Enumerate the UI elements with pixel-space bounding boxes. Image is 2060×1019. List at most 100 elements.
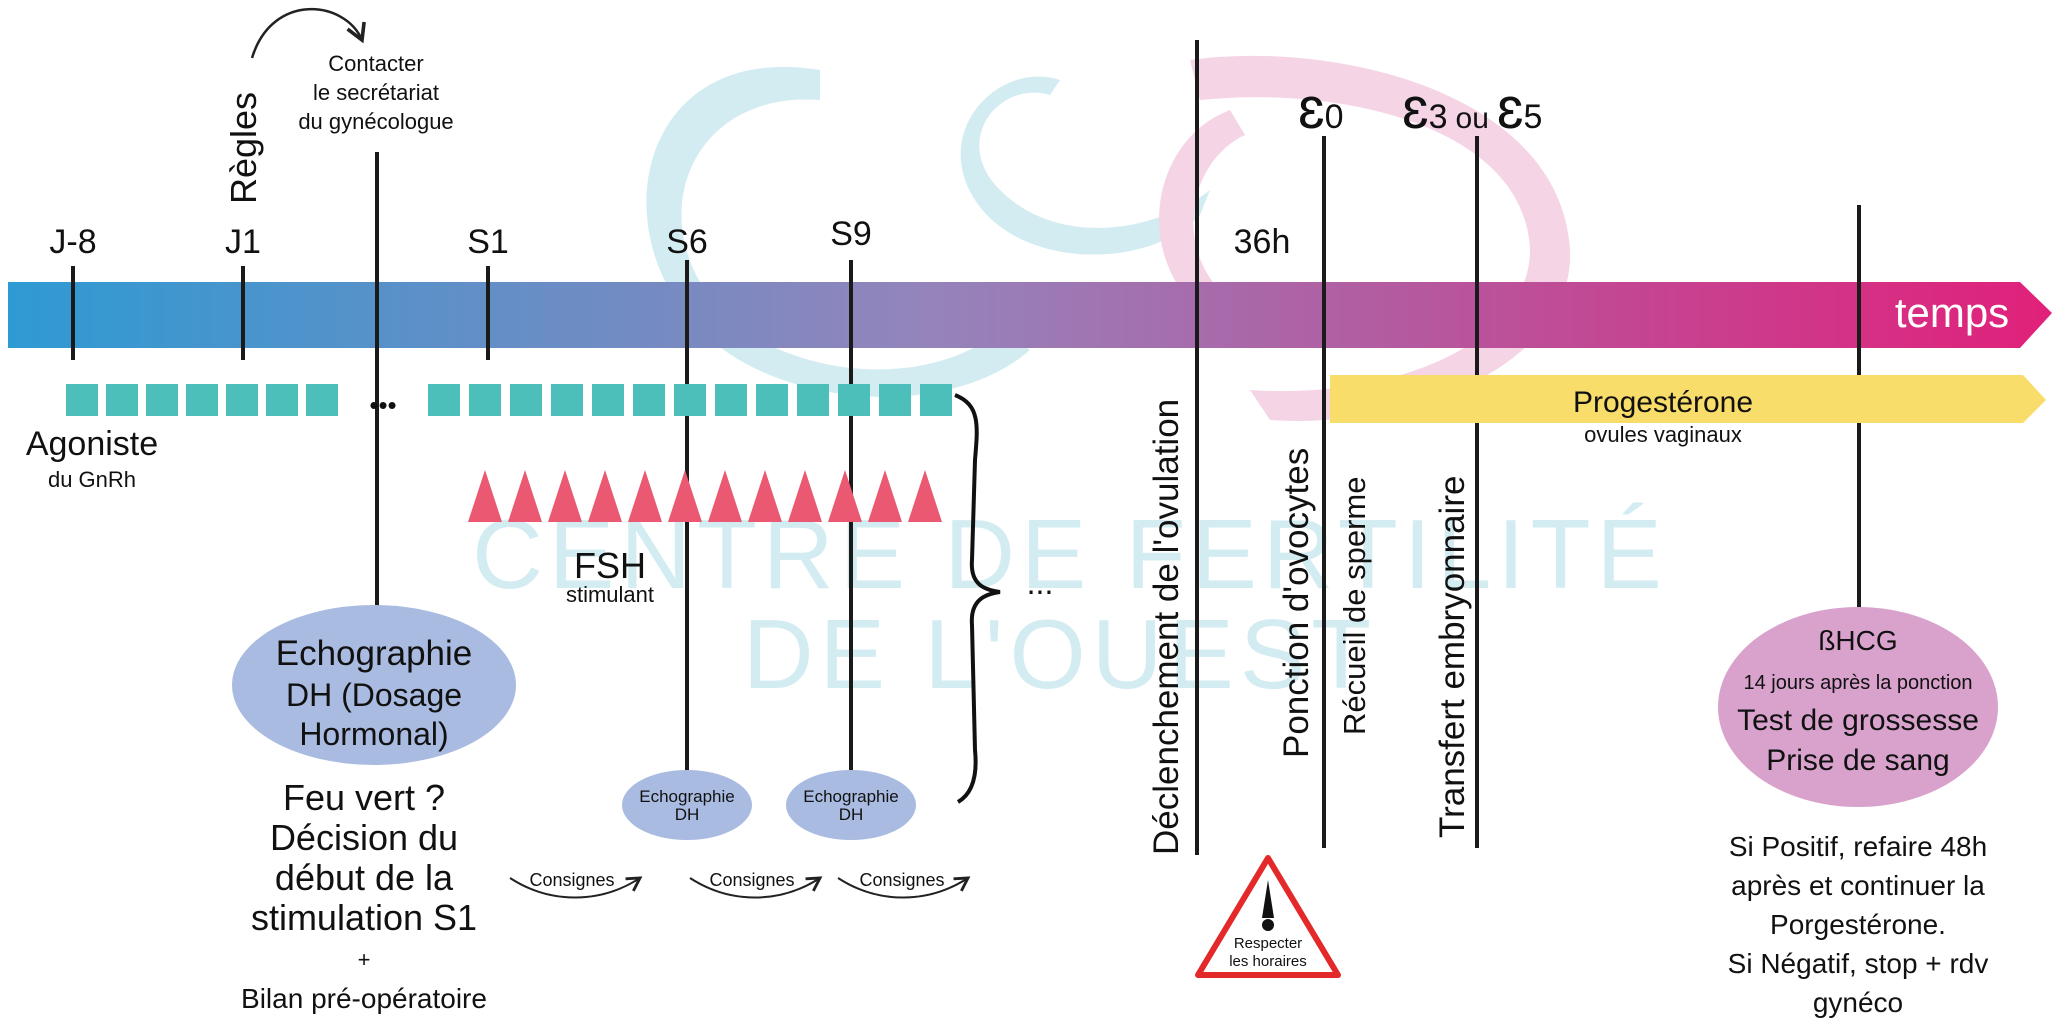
- result-line-1: Si Positif, refaire 48h: [1729, 831, 1987, 862]
- agonist-ellipsis: •••: [369, 390, 396, 420]
- agonist-label: Agoniste: [26, 425, 158, 463]
- bhcg-text: ßHCG 14 jours après la ponction Test de …: [1737, 625, 1979, 777]
- progesterone-label: Progestérone: [1573, 386, 1753, 419]
- echo-s9-title: Echographie: [803, 787, 898, 806]
- agonist-square: [146, 384, 178, 416]
- warning-triangle-icon: Respecter les horaires: [1195, 855, 1341, 978]
- decision-bilan: Bilan pré-opératoire: [241, 983, 487, 1014]
- result-line-3: Porgestérone.: [1770, 909, 1946, 940]
- warning-line1: Respecter: [1234, 935, 1302, 952]
- contacter-line-2: le secrétariat: [313, 80, 439, 105]
- consignes-arrows: [509, 876, 971, 899]
- fsh-sublabel: stimulant: [566, 582, 654, 607]
- bhcg-title: ßHCG: [1818, 625, 1897, 656]
- agonist-square: [756, 384, 788, 416]
- agonist-squares: [66, 384, 952, 416]
- agonist-square: [920, 384, 952, 416]
- agonist-square: [186, 384, 218, 416]
- agonist-square: [226, 384, 258, 416]
- curved-arrow-icon: [250, 8, 366, 59]
- decision-block: Feu vert ? Décision du début de la stimu…: [241, 777, 487, 1014]
- label-s9: S9: [830, 215, 872, 253]
- agonist-square: [469, 384, 501, 416]
- agonist-square: [633, 384, 665, 416]
- warning-line2: les horaires: [1229, 953, 1307, 970]
- agonist-square: [510, 384, 542, 416]
- watermark-line2: DE L'OUEST: [743, 599, 1377, 709]
- echo-s9-sub: DH: [839, 805, 864, 824]
- consignes-arrow-2: [689, 876, 823, 899]
- echo-main-title: Echographie: [276, 634, 473, 673]
- progesterone-band: [1330, 375, 2046, 423]
- agonist-square: [306, 384, 338, 416]
- label-s1: S1: [467, 223, 509, 261]
- echo-main-oval: [232, 605, 516, 765]
- contacter-line-1: Contacter: [328, 51, 423, 76]
- result-line-4: Si Négatif, stop + rdv: [1728, 948, 1989, 979]
- fsh-label: FSH: [574, 545, 646, 586]
- echo-s6-sub: DH: [675, 805, 700, 824]
- timeline-label: temps: [1895, 289, 2009, 336]
- result-block: Si Positif, refaire 48h après et continu…: [1728, 831, 1989, 1018]
- bhcg-oval: [1718, 607, 1998, 807]
- progesterone-sublabel: ovules vaginaux: [1584, 422, 1742, 447]
- agonist-square: [797, 384, 829, 416]
- consignes-arrow-1: [509, 876, 643, 899]
- decision-line-3: début de la: [275, 857, 454, 898]
- watermark-teal-c: [646, 66, 1030, 397]
- decision-line-1: Feu vert ?: [283, 777, 445, 818]
- agonist-square: [551, 384, 583, 416]
- echo-main-line3: Hormonal): [299, 716, 448, 752]
- echo-s9-oval: [786, 770, 916, 840]
- consignes-label-1: Consignes: [529, 870, 614, 890]
- echo-main-line2: DH (Dosage: [286, 677, 462, 713]
- label-s6: S6: [666, 223, 708, 261]
- contacter-line-3: du gynécologue: [298, 109, 453, 134]
- agonist-square: [428, 384, 460, 416]
- label-36h: 36h: [1234, 223, 1291, 261]
- fsh-triangle: [628, 470, 662, 522]
- label-j1: J1: [225, 223, 261, 261]
- bhcg-line2: Prise de sang: [1766, 744, 1949, 777]
- label-regles: Règles: [223, 92, 264, 204]
- fsh-triangle: [788, 470, 822, 522]
- decision-plus: +: [358, 947, 371, 972]
- fsh-triangle: [588, 470, 622, 522]
- agonist-square: [266, 384, 298, 416]
- agonist-square: [674, 384, 706, 416]
- fsh-triangle: [468, 470, 502, 522]
- echo-s6-title: Echographie: [639, 787, 734, 806]
- decision-line-4: stimulation S1: [251, 897, 477, 938]
- contacter-block: Contacter le secrétariat du gynécologue: [298, 51, 453, 134]
- label-j-8: J-8: [49, 223, 96, 261]
- label-ponction: Ponction d'ovocytes: [1277, 448, 1316, 758]
- fsh-triangle: [708, 470, 742, 522]
- agonist-sublabel: du GnRh: [48, 467, 136, 492]
- fsh-triangle: [748, 470, 782, 522]
- result-line-5: gynéco: [1813, 987, 1903, 1018]
- label-declenchement: Déclenchement de l'ovulation: [1147, 399, 1186, 855]
- fsh-triangle: [668, 470, 702, 522]
- timeline-arrow: [8, 282, 2052, 348]
- consignes-label-3: Consignes: [859, 870, 944, 890]
- bhcg-sub: 14 jours après la ponction: [1743, 672, 1972, 694]
- agonist-square: [106, 384, 138, 416]
- brace-icon: [954, 393, 1001, 804]
- fsh-triangle: [908, 470, 942, 522]
- agonist-square: [592, 384, 624, 416]
- result-line-2: après et continuer la: [1731, 870, 1985, 901]
- decision-line-2: Décision du: [270, 817, 458, 858]
- label-transfert: Transfert embryonnaire: [1433, 476, 1472, 838]
- echo-main-text: Echographie DH (Dosage Hormonal): [276, 634, 473, 752]
- consignes-arrow-3: [837, 876, 971, 899]
- agonist-square: [838, 384, 870, 416]
- echo-s6-oval: [622, 770, 752, 840]
- bhcg-line1: Test de grossesse: [1737, 704, 1979, 737]
- watermark-teal-curl: [960, 76, 1210, 255]
- label-recueil: Récueil de sperme: [1337, 477, 1372, 735]
- fsh-triangle: [548, 470, 582, 522]
- agonist-square: [715, 384, 747, 416]
